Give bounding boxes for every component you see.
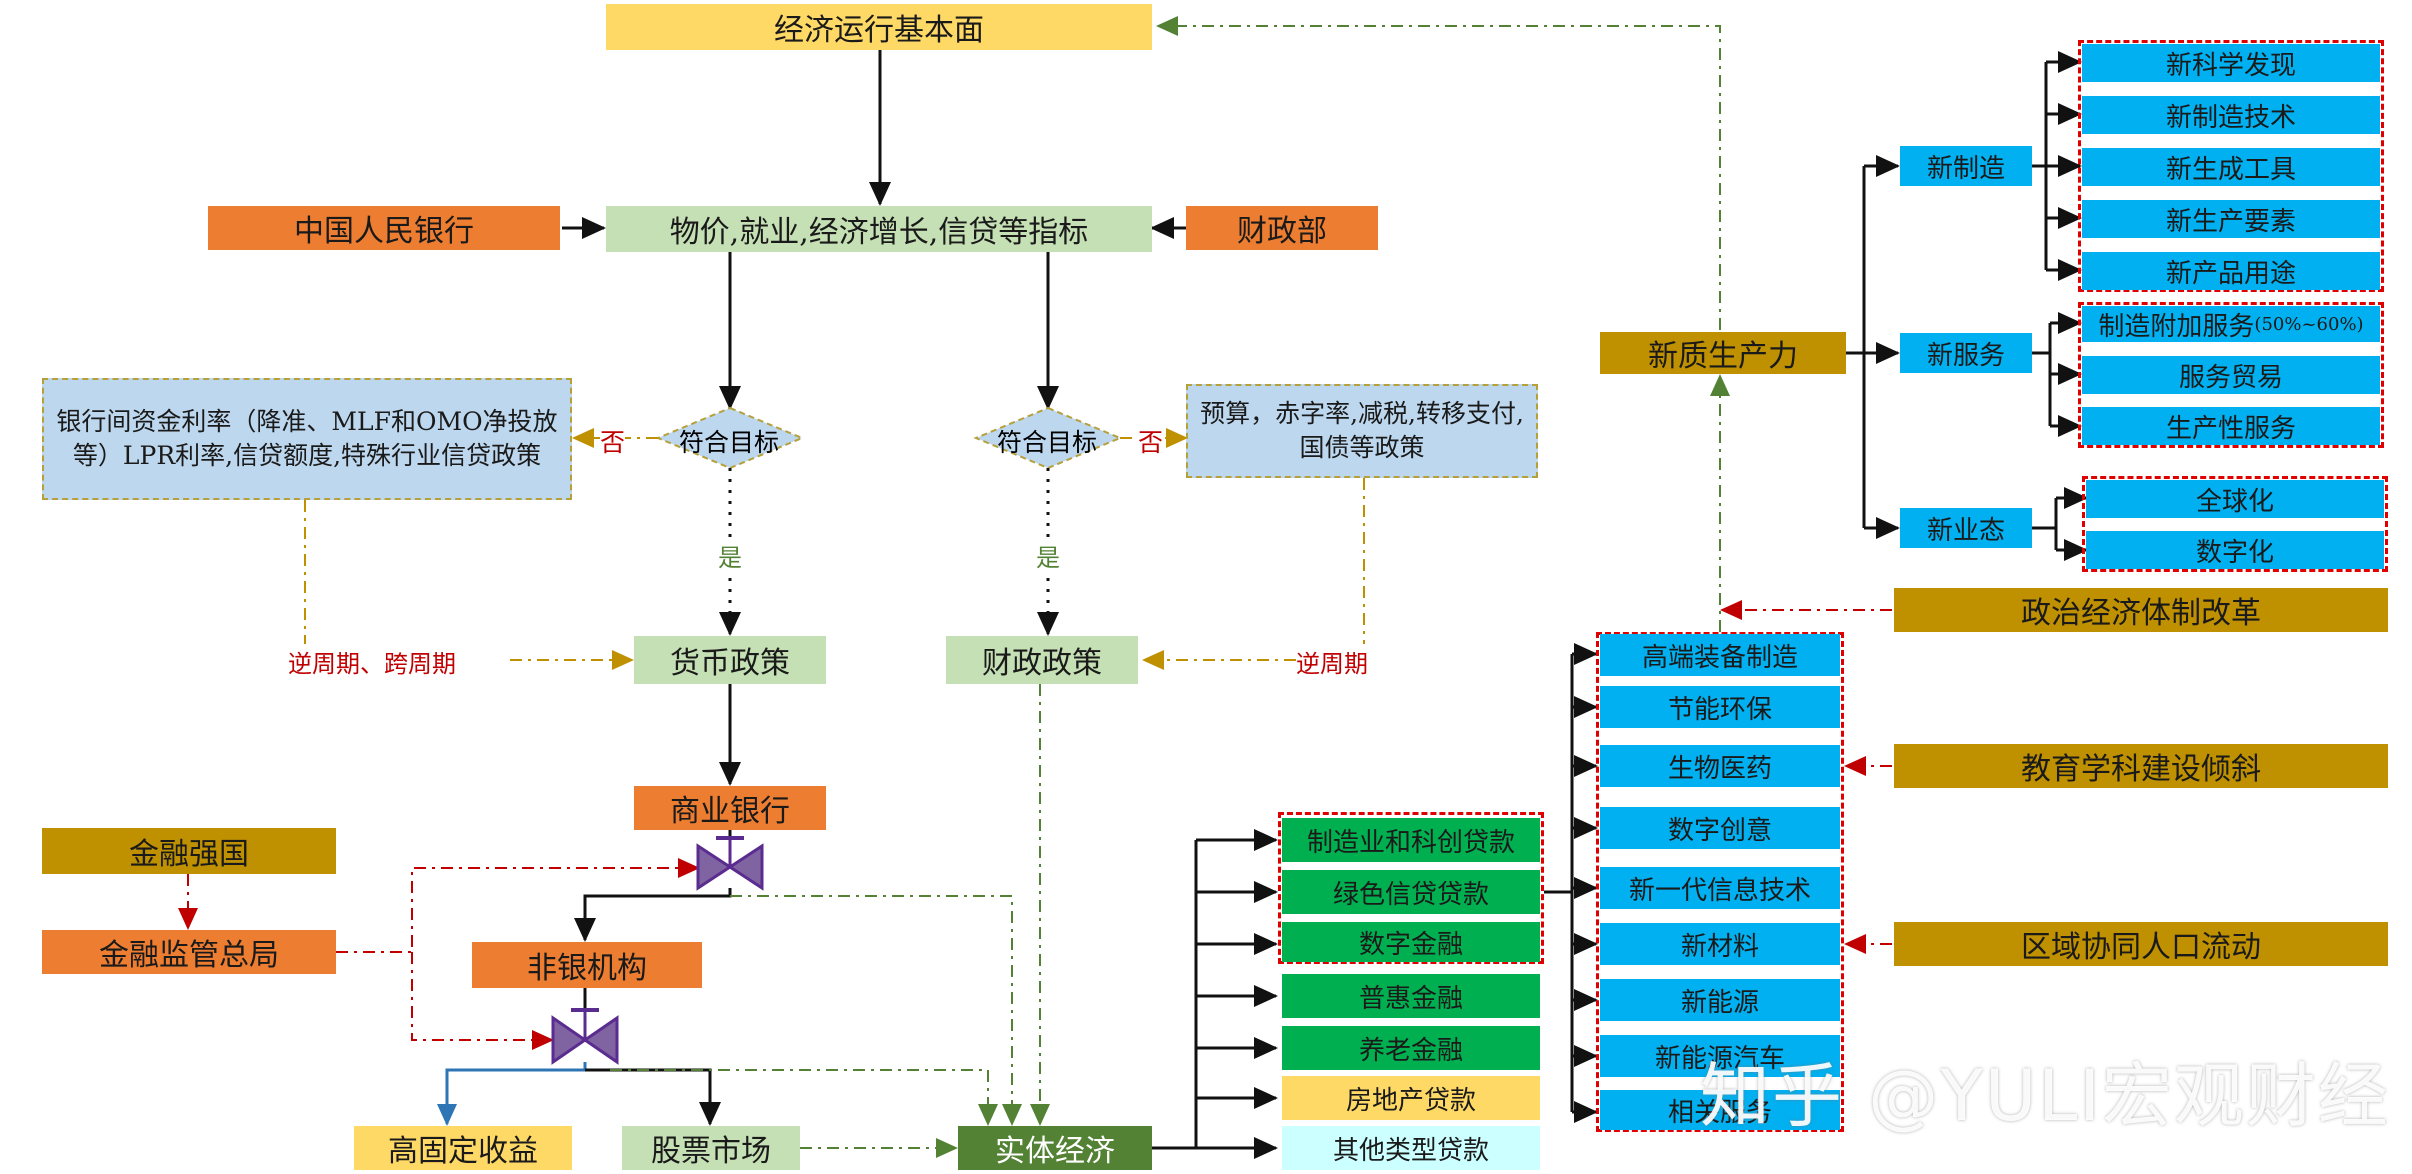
industry-item: 新能源汽车 (1600, 1035, 1840, 1077)
stock-market-box: 股票市场 (622, 1126, 800, 1170)
manufacturing-item: 新生成工具 (2082, 148, 2380, 186)
manufacturing-item: 新制造技术 (2082, 96, 2380, 134)
category-manufacturing: 新制造 (1900, 146, 2032, 186)
fiscal-tools-box: 预算，赤字率,减税,转移支付,国债等政策 (1186, 384, 1538, 478)
real-economy-box: 实体经济 (958, 1126, 1152, 1170)
service-item: 服务贸易 (2082, 356, 2380, 394)
finance-power-box: 金融强国 (42, 828, 336, 874)
business-item: 数字化 (2086, 531, 2384, 569)
regional-box: 区域协同人口流动 (1894, 922, 2388, 966)
check-label-left: 符合目标 (679, 428, 780, 457)
regulator-box: 金融监管总局 (42, 930, 336, 974)
business-item: 全球化 (2086, 480, 2384, 518)
indicators-box: 物价,就业,经济增长,信贷等指标 (606, 206, 1152, 252)
yes-label-right: 是 (1036, 538, 1060, 573)
watermark: 知乎 @YULI宏观财经 (1700, 1055, 2390, 1137)
loan-item: 普惠金融 (1282, 974, 1540, 1018)
monetary-tools-box: 银行间资金利率（降准、MLF和OMO净投放等）LPR利率,信贷额度,特殊行业信贷… (42, 378, 572, 500)
nonbank-box: 非银机构 (472, 942, 702, 988)
reform-box: 政治经济体制改革 (1894, 588, 2388, 632)
industry-item: 生物医药 (1600, 745, 1840, 787)
industry-item: 新材料 (1600, 923, 1840, 965)
service-item-label: 生产性服务 (2165, 413, 2296, 444)
loan-item: 数字金融 (1282, 922, 1540, 962)
no-label-left: 否 (600, 423, 626, 459)
valve-icon-nonbank (551, 1008, 619, 1065)
fixed-income-box: 高固定收益 (354, 1126, 572, 1170)
category-business: 新业态 (1900, 508, 2032, 548)
commercial-bank-box: 商业银行 (634, 786, 826, 830)
loan-group-frame (1278, 812, 1544, 964)
service-item-label: 服务贸易 (2178, 362, 2283, 393)
manufacturing-group-frame (2078, 40, 2384, 292)
manufacturing-item: 新生产要素 (2082, 200, 2380, 238)
business-group-frame (2082, 476, 2388, 572)
service-item-label: 制造附加服务 (2098, 311, 2255, 342)
valve-icon-bank (696, 836, 764, 891)
education-box: 教育学科建设倾斜 (1894, 744, 2388, 788)
yes-label-left: 是 (718, 538, 742, 573)
industry-item: 高端装备制造 (1600, 634, 1840, 676)
services-group-frame (2078, 302, 2384, 448)
loan-item: 房地产贷款 (1282, 1076, 1540, 1120)
monetary-policy-box: 货币政策 (634, 636, 826, 684)
industry-item: 新一代信息技术 (1600, 867, 1840, 909)
fiscal-policy-box: 财政政策 (946, 636, 1138, 684)
loan-item: 养老金融 (1282, 1026, 1540, 1070)
fundamentals-box: 经济运行基本面 (606, 4, 1152, 50)
mof-box: 财政部 (1186, 206, 1378, 250)
loan-item: 其他类型贷款 (1282, 1126, 1540, 1170)
service-item: 生产性服务 (2082, 407, 2380, 445)
manufacturing-item: 新产品用途 (2082, 252, 2380, 290)
category-services: 新服务 (1900, 333, 2032, 373)
pboc-box: 中国人民银行 (208, 206, 560, 250)
counter-label-left: 逆周期、跨周期 (288, 644, 456, 679)
industry-item: 数字创意 (1600, 807, 1840, 849)
industry-group-frame (1596, 632, 1844, 1132)
no-label-right: 否 (1138, 423, 1164, 459)
industry-item: 相关服务 (1600, 1090, 1840, 1130)
service-item: 制造附加服务(50%~60%) (2082, 306, 2380, 342)
industry-item: 节能环保 (1600, 686, 1840, 728)
service-item-note: (50%~60%) (2254, 313, 2364, 335)
new-productivity-box: 新质生产力 (1600, 332, 1846, 374)
loan-item: 制造业和科创贷款 (1282, 818, 1540, 862)
counter-label-right: 逆周期 (1296, 644, 1368, 679)
manufacturing-item: 新科学发现 (2082, 44, 2380, 82)
loan-item: 绿色信贷贷款 (1282, 870, 1540, 914)
check-label-right: 符合目标 (997, 428, 1098, 457)
industry-item: 新能源 (1600, 979, 1840, 1021)
